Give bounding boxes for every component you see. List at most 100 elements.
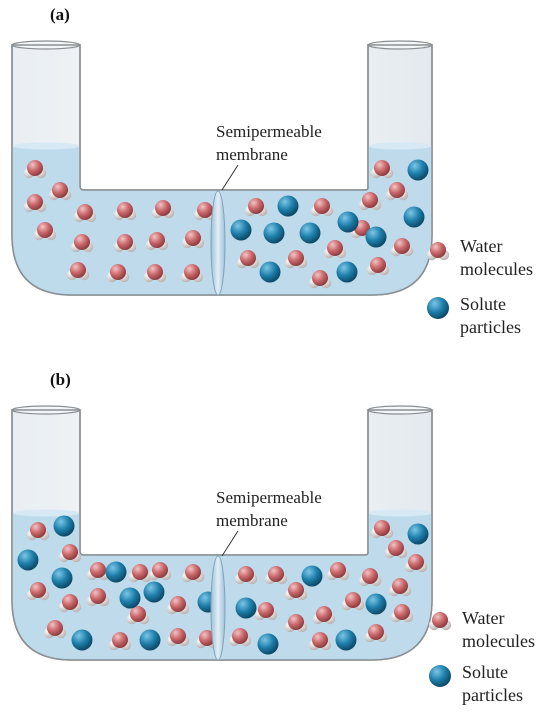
solute-particle-a-10 — [336, 261, 358, 283]
water-molecule-a-13 — [66, 262, 90, 281]
solute-particle-b-8 — [235, 597, 257, 619]
right-surface-a — [368, 142, 432, 150]
water-molecule-b-24 — [254, 602, 278, 621]
water-molecule-b-3 — [26, 582, 50, 601]
solute-particle-b-10 — [407, 523, 429, 545]
water-molecule-b-11 — [126, 606, 150, 625]
water-molecule-b-25 — [284, 582, 308, 601]
solute-particle-b-9 — [301, 565, 323, 587]
water-molecule-a-12 — [181, 230, 205, 249]
water-molecule-b-22 — [404, 554, 428, 573]
legend-solute-icon-a — [427, 297, 449, 319]
water-molecule-a-17 — [244, 198, 268, 217]
solute-particle-b-2 — [17, 549, 39, 571]
water-molecule-b-13 — [108, 632, 132, 651]
membrane-label-b-line1: Semipermeable — [216, 488, 322, 507]
solute-particle-a-1 — [277, 195, 299, 217]
membrane-label-b-line2: membrane — [216, 511, 288, 530]
legend-water-icon-a — [426, 242, 450, 261]
solute-particle-b-3 — [51, 567, 73, 589]
legend-solute-a-line1: Solute — [460, 294, 506, 314]
water-molecule-b-1 — [26, 522, 50, 541]
solute-particle-b-1 — [53, 515, 75, 537]
water-molecule-b-30 — [284, 614, 308, 633]
water-molecule-a-7 — [151, 200, 175, 219]
solute-particle-b-13 — [139, 629, 161, 651]
solute-particle-b-11 — [365, 593, 387, 615]
legend-water-b-line2: molecules — [462, 631, 535, 651]
panel-a-label: (a) — [50, 5, 70, 24]
legend-water-molecule-a — [426, 242, 450, 261]
water-molecule-b-21 — [370, 520, 394, 539]
solute-particle-b-15 — [335, 629, 357, 651]
water-molecule-a-11 — [145, 232, 169, 251]
water-molecule-a-2 — [48, 182, 72, 201]
water-molecule-a-5 — [73, 204, 97, 223]
left-surface-a — [12, 142, 80, 150]
membrane-label-a-line2: membrane — [216, 145, 288, 164]
panel-a: (a) Semipermeable membrane Water molecul… — [11, 5, 533, 337]
solute-particle-a-3 — [263, 222, 285, 244]
water-molecule-a-24 — [323, 240, 347, 259]
water-molecule-b-9 — [148, 562, 172, 581]
water-molecule-a-16 — [180, 264, 204, 283]
water-molecule-b-29 — [228, 628, 252, 647]
water-molecules-a — [23, 160, 414, 289]
water-molecule-b-20 — [384, 540, 408, 559]
legend-water-a-line2: molecules — [460, 259, 533, 279]
solute-particle-b-12 — [71, 629, 93, 651]
solute-particle-a-5 — [337, 211, 359, 233]
legend-a: Water molecules Solute particles — [426, 236, 533, 337]
water-molecules-b — [26, 520, 428, 651]
semipermeable-membrane-b — [210, 555, 226, 661]
water-molecule-a-18 — [310, 198, 334, 217]
solute-particles-a — [230, 159, 429, 283]
solute-particle-a-7 — [407, 159, 429, 181]
water-molecule-b-10 — [181, 564, 205, 583]
legend-water-icon-b — [428, 612, 452, 631]
legend-water-b-line1: Water — [462, 608, 505, 628]
solute-particle-b-5 — [119, 587, 141, 609]
water-molecule-a-15 — [143, 264, 167, 283]
water-molecule-b-8 — [128, 564, 152, 583]
water-molecule-a-28 — [366, 257, 390, 276]
panel-b: (b) Semipermeable membrane Water molecul… — [11, 370, 535, 705]
water-molecule-b-16 — [234, 566, 258, 585]
water-molecule-a-20 — [385, 182, 409, 201]
water-molecule-b-14 — [166, 628, 190, 647]
water-molecule-b-28 — [390, 604, 414, 623]
water-molecule-b-7 — [86, 588, 110, 607]
legend-solute-icon-b — [429, 665, 451, 687]
water-molecule-b-19 — [358, 568, 382, 587]
water-molecule-a-22 — [236, 250, 260, 269]
water-molecule-b-27 — [341, 592, 365, 611]
membrane-callout-line-b — [221, 530, 239, 557]
water-molecule-b-26 — [312, 606, 336, 625]
water-molecule-a-4 — [33, 222, 57, 241]
water-molecule-a-9 — [70, 234, 94, 253]
solute-particles-b — [17, 515, 429, 655]
water-molecule-b-32 — [364, 624, 388, 643]
membrane-label-a-line1: Semipermeable — [216, 122, 322, 141]
legend-water-a-line1: Water — [460, 236, 503, 256]
solute-particle-a-4 — [299, 222, 321, 244]
membrane-b — [210, 555, 226, 661]
water-molecule-a-23 — [284, 250, 308, 269]
water-molecule-b-17 — [264, 566, 288, 585]
water-molecule-b-2 — [58, 544, 82, 563]
water-molecule-b-31 — [308, 632, 332, 651]
water-molecule-a-26 — [390, 238, 414, 257]
semipermeable-membrane-a — [210, 190, 226, 296]
water-molecule-a-10 — [113, 234, 137, 253]
water-molecule-b-4 — [58, 594, 82, 613]
water-molecule-a-1 — [23, 160, 47, 179]
left-surface-b — [12, 509, 80, 517]
panel-b-label: (b) — [50, 370, 71, 389]
solute-particle-a-9 — [259, 261, 281, 283]
legend-water-molecule-b — [428, 612, 452, 631]
solute-particle-a-2 — [230, 219, 252, 241]
legend-b: Water molecules Solute particles — [428, 608, 535, 705]
water-molecule-b-23 — [388, 578, 412, 597]
solute-particle-b-6 — [143, 581, 165, 603]
water-molecule-a-3 — [23, 194, 47, 213]
